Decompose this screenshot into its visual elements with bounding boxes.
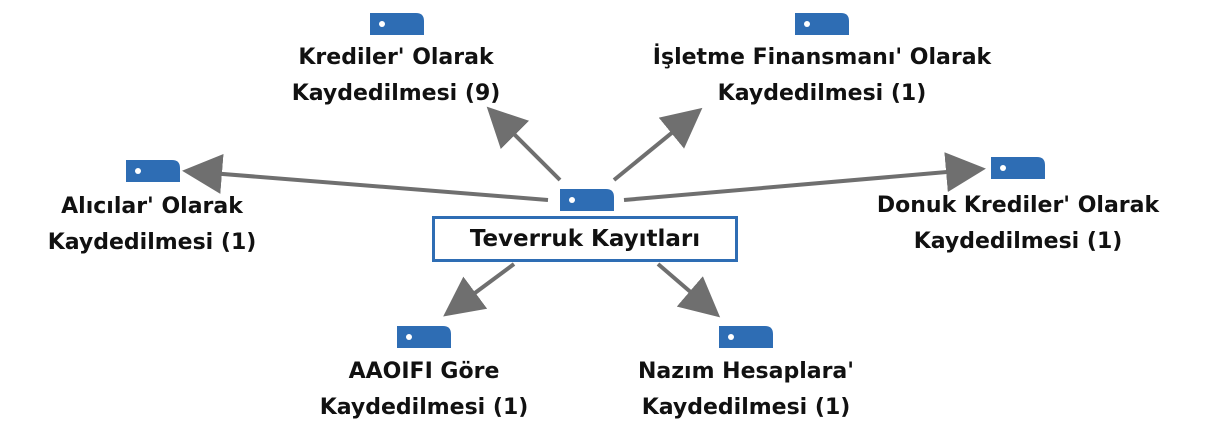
node-alicilar: Alıcılar' Olarak Kaydedilmesi (1) — [48, 189, 257, 261]
node-isletme-line1: İşletme Finansmanı' Olarak — [652, 45, 992, 70]
edge-to-krediler — [486, 106, 562, 182]
node-nazim-line1: Nazım Hesaplara' — [637, 359, 855, 384]
node-nazim: Nazım Hesaplara' Kaydedilmesi (1) — [638, 354, 854, 426]
edge-to-nazim — [656, 262, 721, 318]
node-nazim-line2: Kaydedilmesi (1) — [641, 395, 851, 420]
node-aaoifi: AAOIFI Göre Kaydedilmesi (1) — [320, 354, 529, 426]
node-aaoifi-line2: Kaydedilmesi (1) — [319, 395, 529, 420]
node-alicilar-line1: Alıcılar' Olarak — [61, 194, 243, 219]
node-donuk: Donuk Krediler' Olarak Kaydedilmesi (1) — [877, 188, 1159, 260]
center-node-box: Teverruk Kayıtları — [432, 216, 738, 262]
node-aaoifi-line1: AAOIFI Göre — [348, 359, 500, 384]
edge-to-alicilar — [182, 153, 549, 202]
krediler-tag-icon — [370, 13, 424, 35]
node-isletme-line2: Kaydedilmesi (1) — [717, 81, 927, 106]
alicilar-tag-icon — [126, 160, 180, 182]
isletme-tag-icon — [795, 13, 849, 35]
nazim-tag-icon — [719, 326, 773, 348]
node-krediler-line2: Kaydedilmesi (9) — [291, 81, 501, 106]
aaoifi-tag-icon — [397, 326, 451, 348]
node-alicilar-line2: Kaydedilmesi (1) — [47, 230, 257, 255]
node-krediler-line1: Krediler' Olarak — [298, 45, 494, 70]
node-isletme: İşletme Finansmanı' Olarak Kaydedilmesi … — [653, 40, 991, 112]
edge-to-isletme — [612, 107, 703, 182]
edge-to-aaoifi — [443, 262, 516, 317]
node-donuk-line2: Kaydedilmesi (1) — [913, 229, 1123, 254]
center-node-label: Teverruk Kayıtları — [469, 226, 701, 252]
node-donuk-line1: Donuk Krediler' Olarak — [876, 193, 1160, 218]
edge-to-donuk — [623, 152, 986, 202]
center-tag-icon — [560, 189, 614, 211]
node-krediler: Krediler' Olarak Kaydedilmesi (9) — [292, 40, 501, 112]
donuk-tag-icon — [991, 157, 1045, 179]
